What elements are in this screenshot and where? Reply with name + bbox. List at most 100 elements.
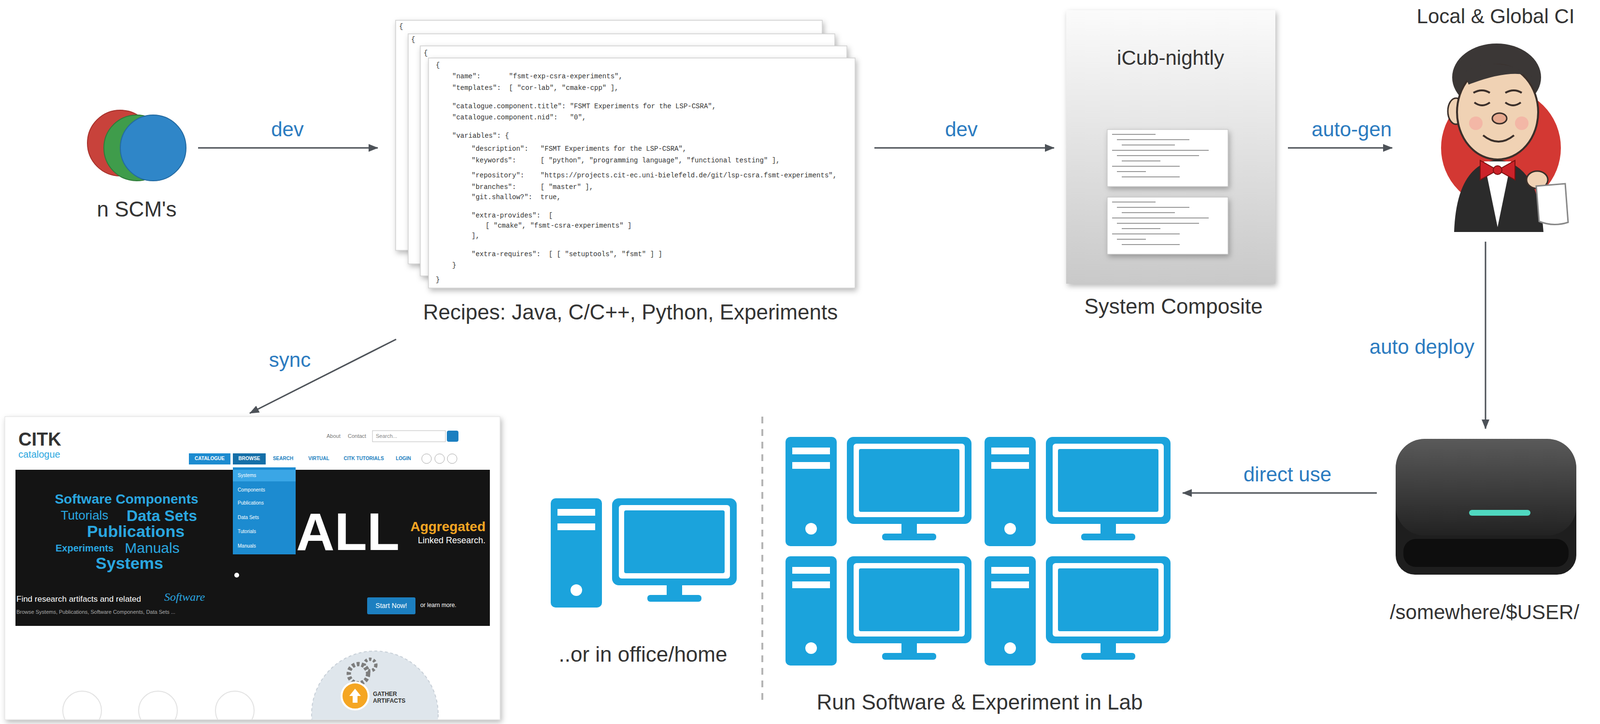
- menu-item: Manuals: [237, 542, 257, 549]
- banner-word: Experiments: [55, 542, 114, 554]
- dropdown-highlight: [232, 469, 296, 482]
- ci-cheek: [1514, 116, 1529, 130]
- banner-headline: ALL: [296, 500, 400, 563]
- code-line: "name": "fsmt-exp-csra-experiments",: [452, 72, 623, 81]
- banner-word: Publications: [86, 521, 185, 541]
- monitor-neck: [901, 642, 917, 654]
- gear: [348, 663, 369, 684]
- gather-label: GATHER ARTIFACTS: [372, 690, 417, 705]
- nav-item: CITK TUTORIALS: [343, 455, 384, 462]
- thumbnail-text-line: [1112, 217, 1209, 219]
- banner-tagline: Linked Research.: [417, 535, 486, 546]
- tower-button: [1004, 522, 1016, 535]
- thumbnail-text-line: [1121, 212, 1175, 214]
- menu-item: Data Sets: [237, 514, 259, 521]
- ci-eyes: [1474, 102, 1521, 106]
- code-line: {: [399, 22, 403, 31]
- ci-bowtie: [1480, 160, 1515, 180]
- search-placeholder: Search...: [375, 432, 398, 440]
- node-caption: ..or in office/home: [558, 642, 728, 667]
- monitor-screen: [1057, 568, 1159, 631]
- flow-arrow: [198, 147, 378, 149]
- ci-hair-front: [1463, 63, 1534, 85]
- edge-label: direct use: [1240, 462, 1335, 486]
- composite-panel: [1066, 10, 1276, 284]
- banner-subtext: Browse Systems, Publications, Software C…: [16, 608, 176, 615]
- banner-word: Systems: [95, 553, 164, 573]
- thumbnail-text-line: [1121, 144, 1175, 146]
- header-link: Contact: [347, 432, 367, 440]
- monitor-gap: [853, 562, 965, 637]
- monitor-base: [882, 652, 937, 660]
- tower-slot: [991, 447, 1029, 455]
- monitor-neck: [901, 523, 917, 535]
- drive-top: [1395, 438, 1577, 536]
- monitor-base: [882, 533, 937, 541]
- computer-tower: [785, 436, 837, 546]
- node-caption: System Composite: [1084, 294, 1263, 319]
- ci-brows: [1473, 90, 1522, 93]
- screenshot-frame: [4, 416, 500, 720]
- menu-item: Tutorials: [237, 528, 257, 535]
- ci-bowtie-knot: [1493, 165, 1502, 175]
- nav-item: LOGIN: [395, 455, 412, 462]
- banner-word: Data Sets: [126, 506, 198, 525]
- monitor-frame: [846, 556, 972, 643]
- monitor-frame: [612, 498, 737, 586]
- slide-dot: [234, 572, 240, 578]
- thumbnail-text-line: [1116, 222, 1200, 224]
- recipe-thumbnail: [1107, 129, 1229, 187]
- code-line: {: [423, 49, 428, 58]
- code-line: "description": "FSMT Experiments for the…: [471, 144, 687, 153]
- composite-title: iCub-nightly: [1116, 46, 1225, 70]
- computer-icon: [550, 498, 737, 608]
- ci-smile: [1483, 135, 1515, 142]
- deploy-drive: /somewhere/$USER/: [1381, 432, 1590, 626]
- upload-badge: [341, 682, 369, 710]
- node-caption: n SCM's: [97, 197, 177, 222]
- header-link: About: [326, 432, 341, 440]
- nav-item: VIRTUAL: [308, 455, 329, 462]
- nav-item: SEARCH: [272, 455, 294, 462]
- banner-word: Software Components: [54, 491, 199, 507]
- code-line: "git.shallow?": true,: [471, 193, 561, 201]
- code-line: {: [435, 61, 440, 70]
- monitor-frame: [1045, 436, 1171, 524]
- flow-arrow: [874, 147, 1055, 149]
- node-heading: Local & Global CI: [1416, 4, 1575, 29]
- tower-button: [805, 642, 817, 654]
- thumbnail-text-line: [1116, 171, 1146, 172]
- monitor-base: [647, 594, 702, 602]
- thumbnail-text-line: [1116, 238, 1146, 240]
- feature-circle: [62, 690, 102, 720]
- drive-slot: [1403, 538, 1569, 567]
- computer-tower: [984, 436, 1036, 546]
- recipe-thumbnail: [1107, 197, 1229, 255]
- tower-slot: [991, 581, 1029, 588]
- thumbnail-text-line: [1121, 243, 1180, 245]
- system-composite: iCub-nightlySystem Composite: [1057, 10, 1284, 325]
- monitor-neck: [1100, 523, 1116, 535]
- nav-item: CATALOGUE: [194, 455, 225, 462]
- code-line: "branches": [ "master" ],: [471, 183, 594, 191]
- thumbnail-text-line: [1112, 133, 1156, 135]
- nav-button: [188, 453, 231, 465]
- monitor-gap: [853, 443, 965, 517]
- tower-slot: [792, 581, 830, 588]
- code-line: "catalogue.component.title": "FSMT Exper…: [452, 102, 716, 111]
- monitor-screen: [624, 510, 725, 573]
- gather-circle: [311, 650, 439, 720]
- code-line: "catalogue.component.nid": "0",: [452, 113, 586, 122]
- divider-dashed: [761, 416, 764, 704]
- tower-slot: [991, 566, 1029, 574]
- code-line: "templates": [ "cor-lab", "cmake-cpp" ],: [452, 84, 619, 92]
- banner-script-word: Software: [164, 590, 205, 604]
- nav-item: BROWSE: [238, 455, 261, 462]
- banner-word: Manuals: [124, 539, 180, 557]
- ci-napkin: [1536, 183, 1569, 225]
- logo-text: CITK: [18, 428, 62, 451]
- flow-arrow: [1182, 492, 1377, 494]
- tower-button: [570, 584, 583, 596]
- monitor-gap: [1052, 443, 1164, 517]
